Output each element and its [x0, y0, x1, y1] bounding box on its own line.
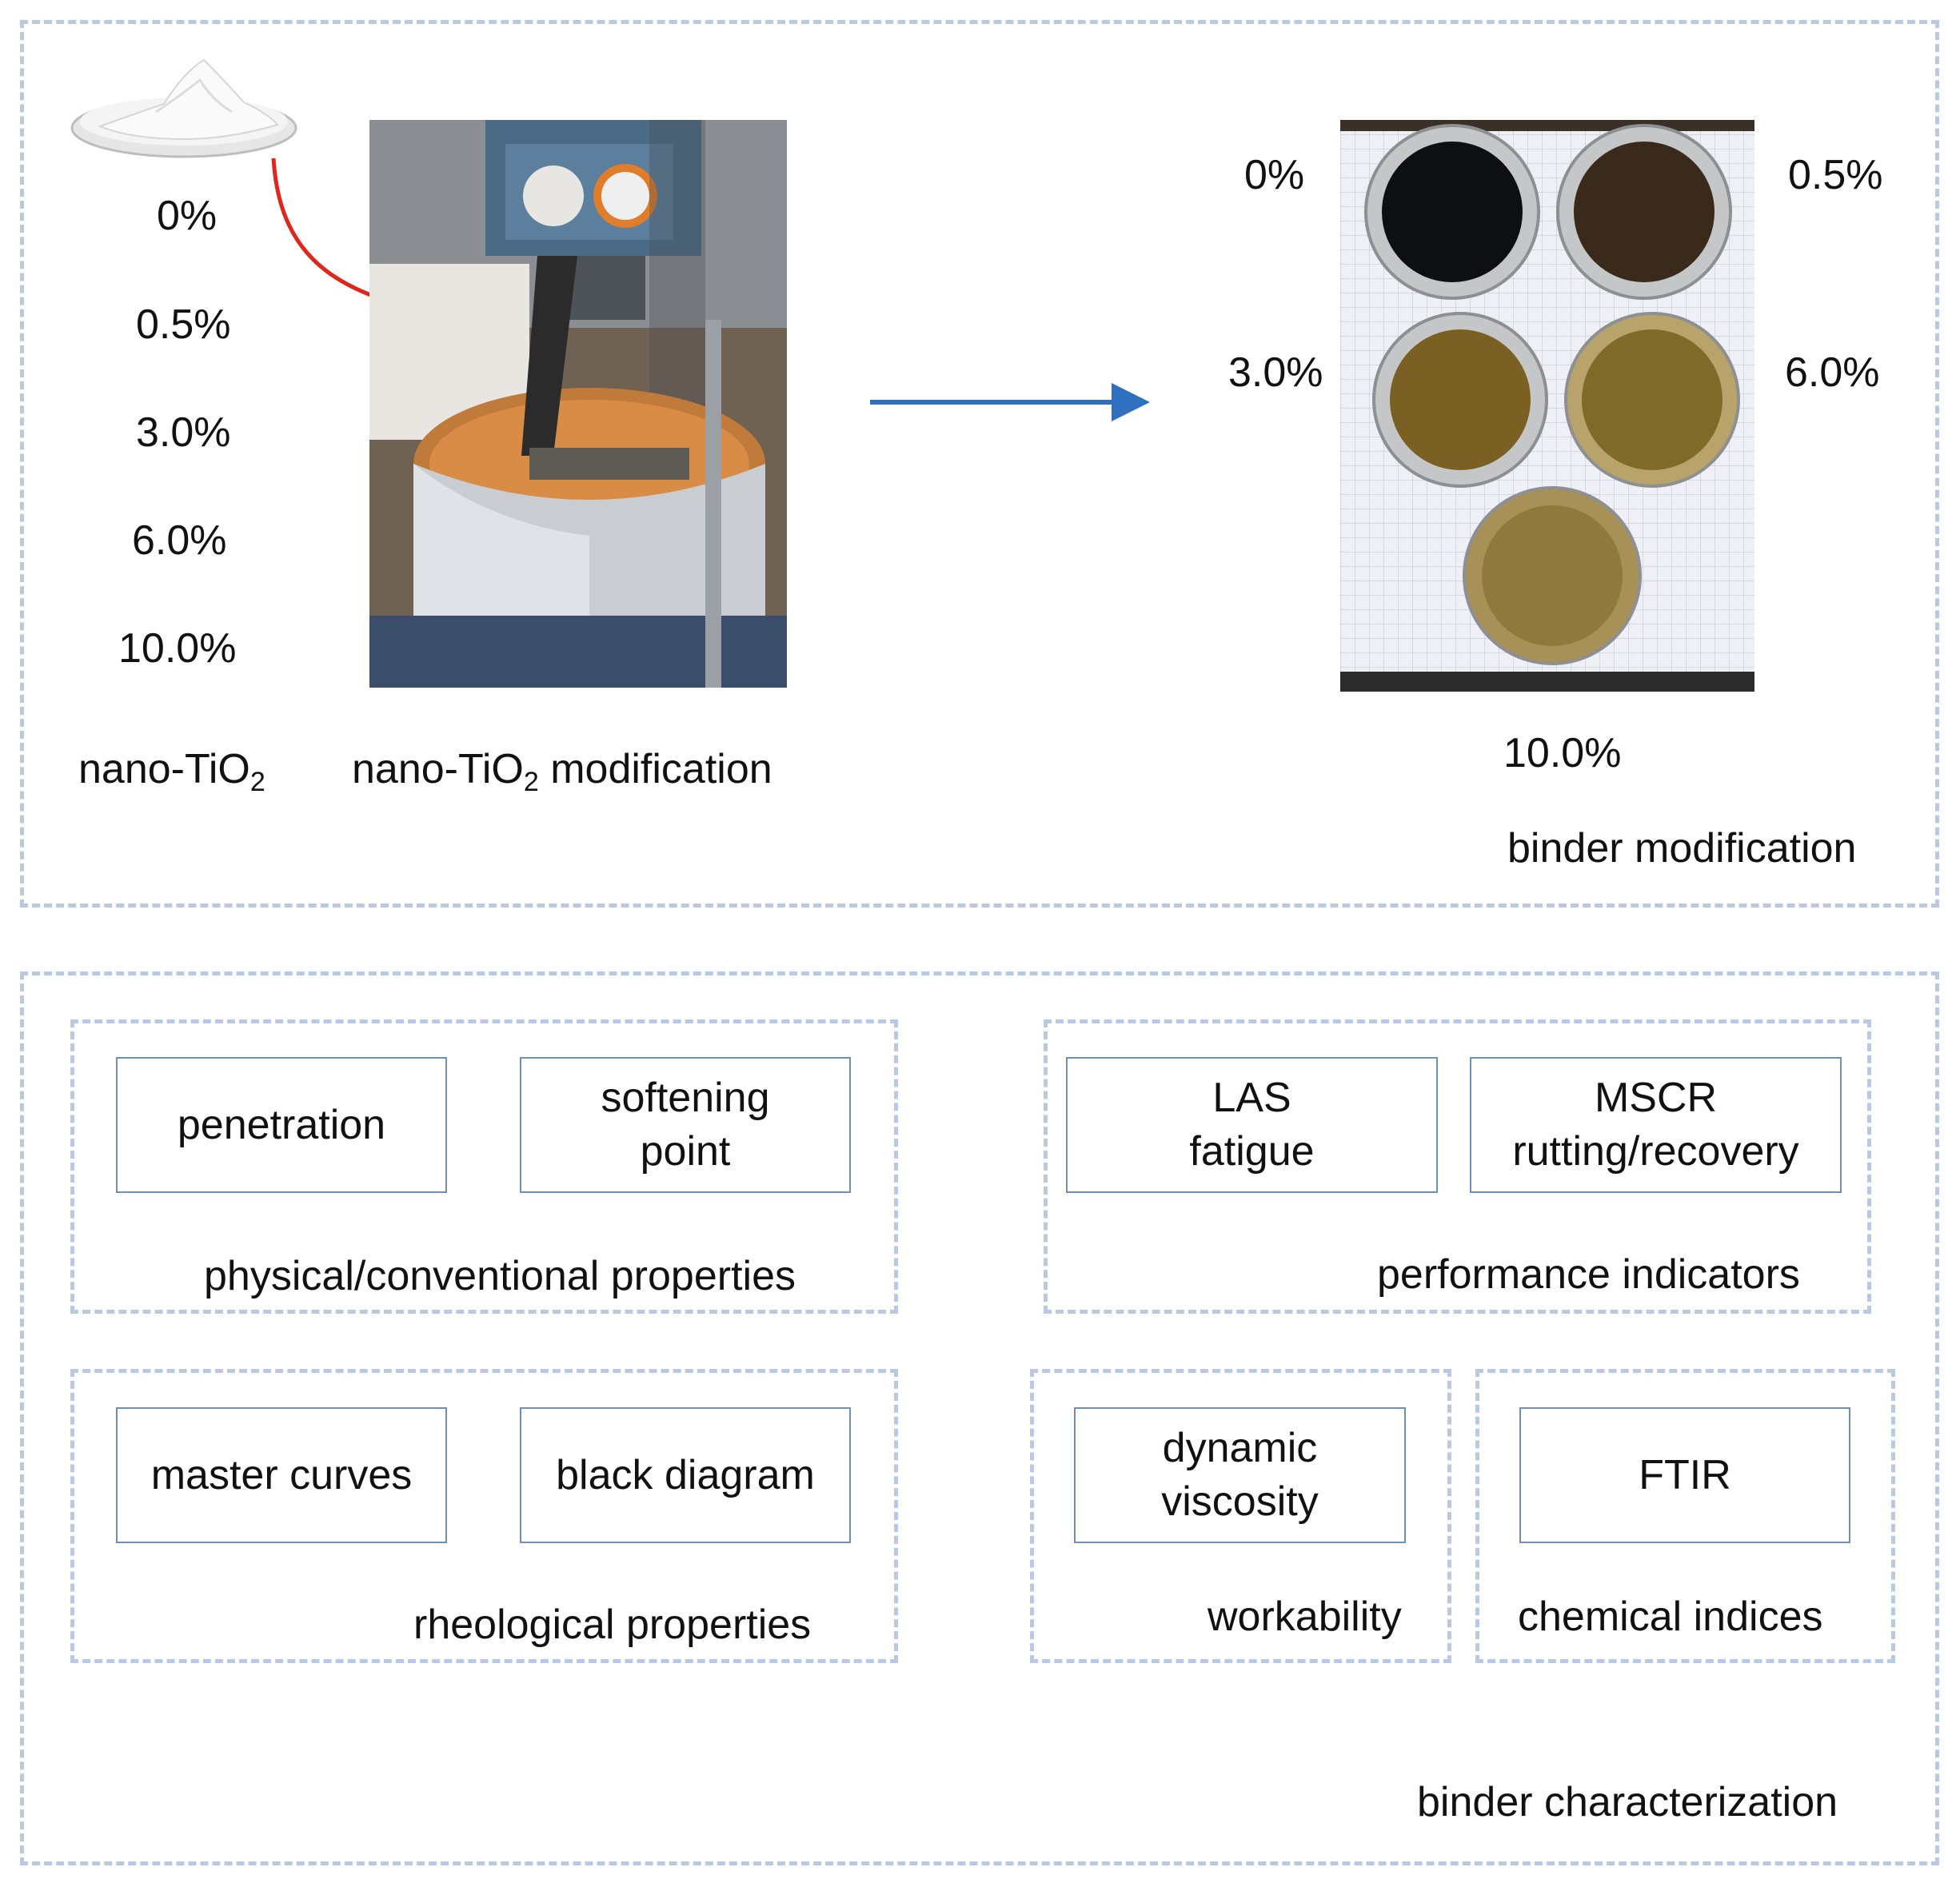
nano-tio2-powder-image [68, 56, 300, 160]
las-fatigue-box: LAS fatigue [1066, 1057, 1438, 1193]
sample-pct-3: 3.0% [1228, 349, 1323, 396]
sample-pct-05: 0.5% [1788, 152, 1883, 198]
nano-tio2-label: nano-TiO2 [78, 746, 265, 797]
workability-group [1030, 1369, 1451, 1663]
nano-tio2-modification-label: nano-TiO2 modification [352, 746, 772, 797]
sample-pct-6: 6.0% [1785, 349, 1880, 396]
nano-pct-6: 6.0% [132, 517, 227, 564]
master-curves-box: master curves [116, 1407, 447, 1543]
workability-label: workability [1208, 1594, 1402, 1640]
binder-modification-label: binder modification [1507, 825, 1857, 872]
black-diagram-box: black diagram [520, 1407, 851, 1543]
sample-pct-10: 10.0% [1503, 730, 1622, 776]
binder-characterization-label: binder characterization [1417, 1779, 1838, 1825]
performance-indicators-group [1044, 1019, 1871, 1314]
ftir-box: FTIR [1519, 1407, 1850, 1543]
physical-properties-label: physical/conventional properties [204, 1253, 796, 1299]
performance-indicators-label: performance indicators [1377, 1251, 1800, 1298]
rheological-properties-group [70, 1369, 898, 1663]
penetration-box: penetration [116, 1057, 447, 1193]
binder-characterization-panel [20, 971, 1939, 1865]
nano-pct-0: 0% [157, 193, 218, 239]
nano-pct-10: 10.0% [118, 625, 237, 672]
dynamic-viscosity-box: dynamic viscosity [1074, 1407, 1406, 1543]
nano-pct-05: 0.5% [136, 301, 231, 348]
rheological-properties-label: rheological properties [413, 1602, 812, 1648]
physical-properties-group [70, 1019, 898, 1314]
softening-point-box: softening point [520, 1057, 851, 1193]
chemical-indices-label: chemical indices [1518, 1594, 1823, 1640]
binder-samples-photo [1340, 120, 1754, 692]
mixer-photo [369, 120, 787, 688]
sample-pct-0: 0% [1244, 152, 1305, 198]
mscr-box: MSCR rutting/recovery [1470, 1057, 1842, 1193]
binder-modification-panel [20, 20, 1939, 908]
chemical-indices-group [1475, 1369, 1895, 1663]
nano-pct-3: 3.0% [136, 409, 231, 456]
